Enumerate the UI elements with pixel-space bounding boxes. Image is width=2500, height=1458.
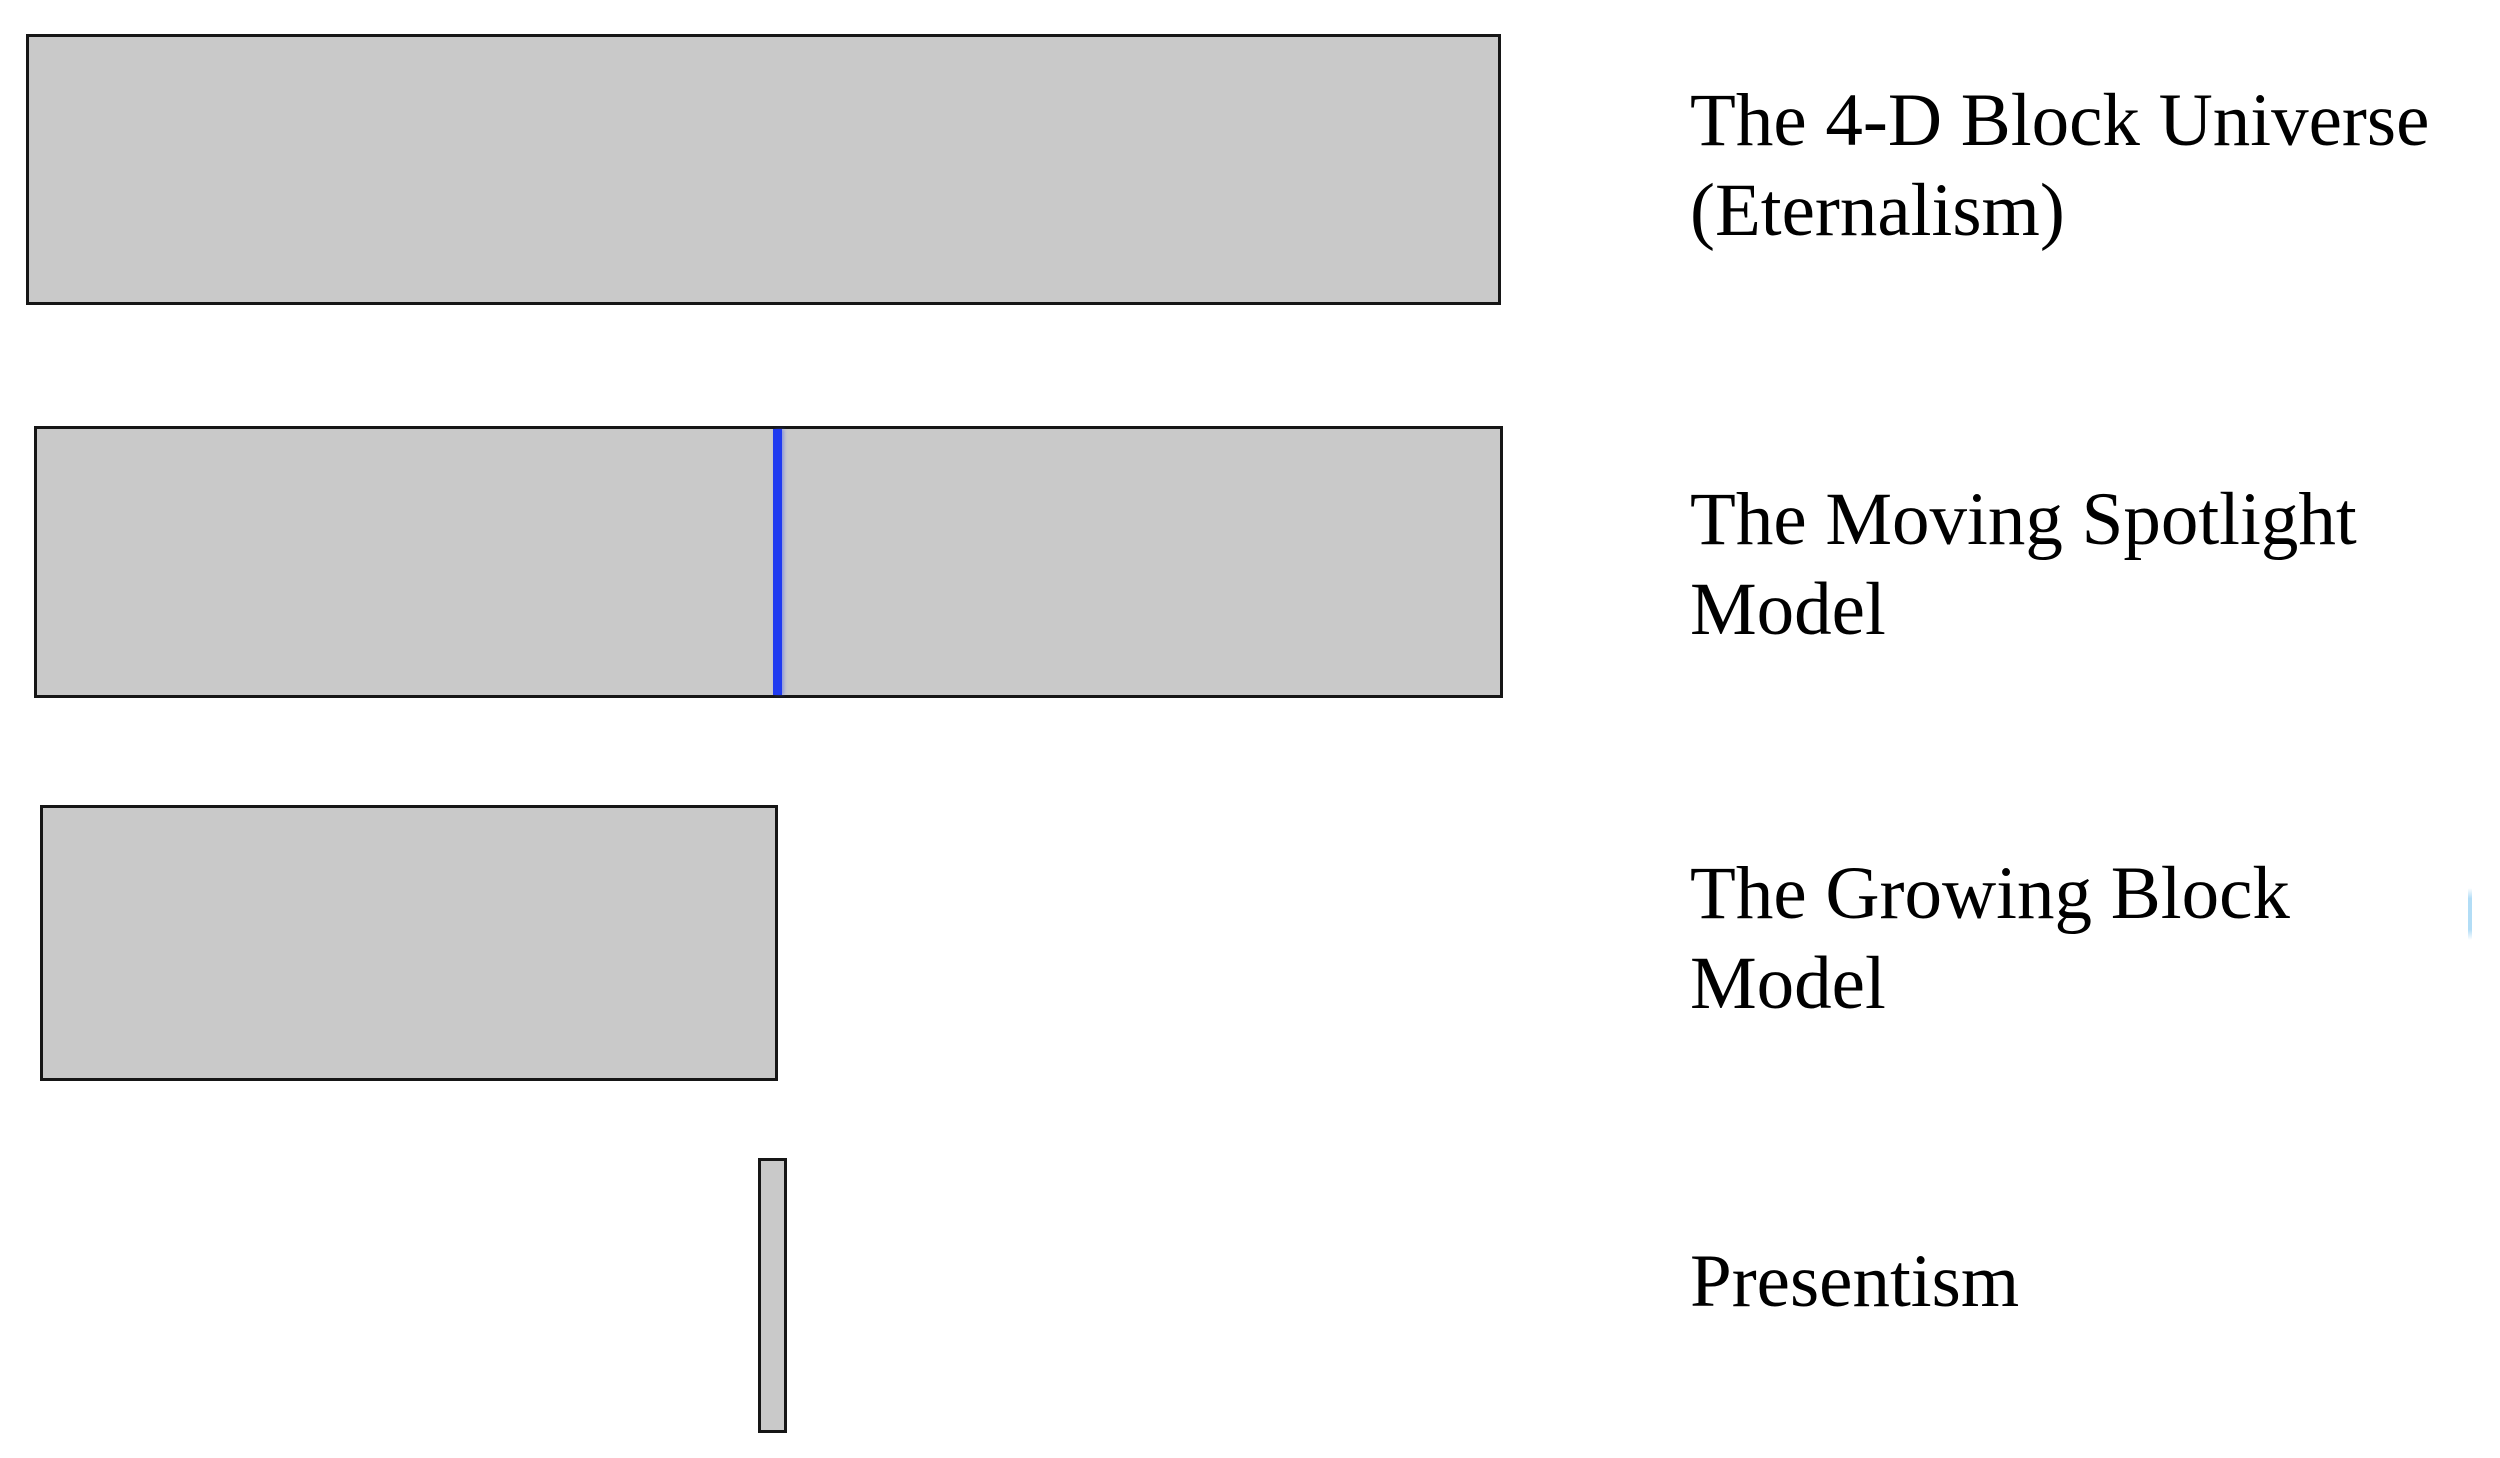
moving-spotlight-bar	[34, 426, 1503, 698]
label-line: (Eternalism)	[1690, 169, 2065, 252]
label-line: The 4-D Block Universe	[1690, 79, 2430, 162]
label-line: The Moving Spotlight	[1690, 478, 2357, 561]
label-line: Model	[1690, 942, 1886, 1025]
label-line: The Growing Block	[1690, 852, 2290, 935]
label-line: Presentism	[1690, 1240, 2020, 1323]
growing-block-bar	[40, 805, 778, 1081]
moving-spotlight-label: The Moving Spotlight Model	[1690, 475, 2470, 655]
growing-block-label: The Growing Block Model	[1690, 849, 2470, 1029]
eternalism-bar	[26, 34, 1501, 305]
present-moment-line	[773, 429, 782, 695]
eternalism-label: The 4-D Block Universe (Eternalism)	[1690, 76, 2470, 256]
label-line: Model	[1690, 568, 1886, 651]
cursor-artifact-line	[2468, 888, 2472, 940]
presentism-bar	[758, 1158, 787, 1433]
presentism-label: Presentism	[1690, 1237, 2470, 1327]
